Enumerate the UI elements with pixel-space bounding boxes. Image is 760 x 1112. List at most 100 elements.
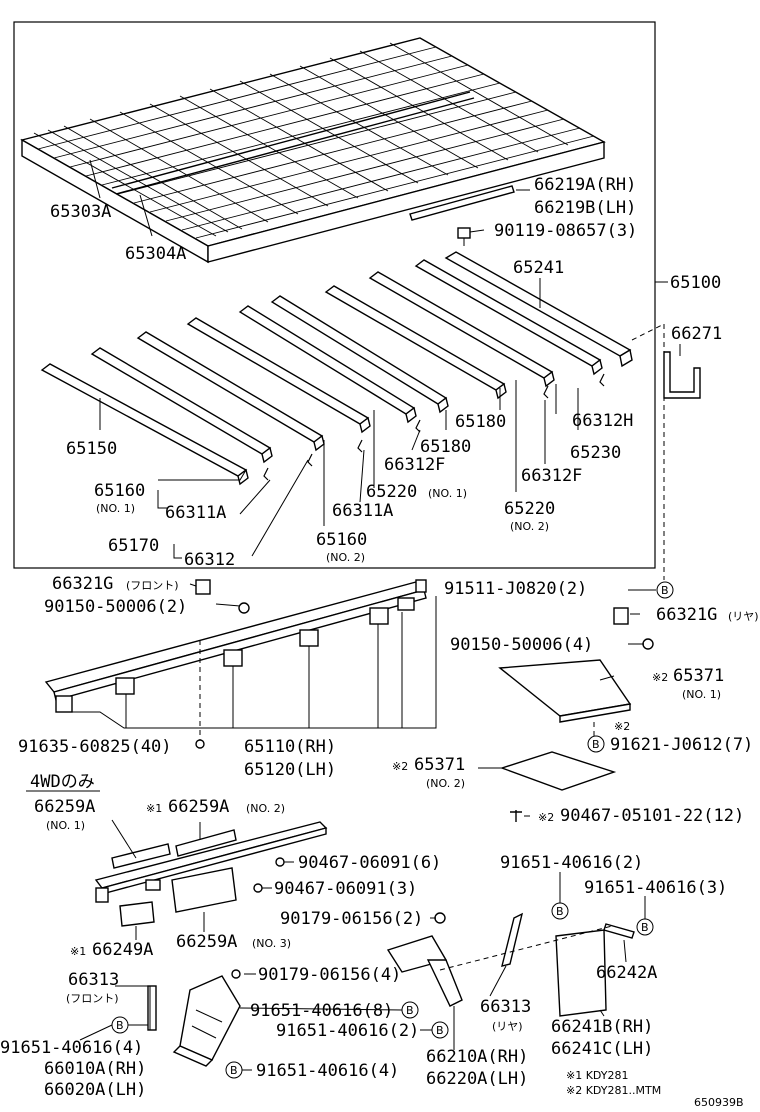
label-66321G-rear-sub: (リヤ)	[728, 610, 759, 623]
label-91651-4b: 91651-40616(4)	[256, 1061, 399, 1081]
label-66259A-no1-sub: (NO. 1)	[46, 819, 85, 832]
mudflap-66241B	[555, 929, 607, 1017]
label-66321G-front: 66321G	[52, 574, 113, 594]
bolt-marker-label: B	[116, 1019, 124, 1032]
label-65303A: 65303A	[50, 202, 111, 222]
mark-90467-051: ※2	[538, 811, 554, 824]
label-65241: 65241	[513, 258, 564, 278]
label-91621: 91621-J0612(7)	[610, 735, 753, 755]
label-66312F-a: 66312F	[384, 455, 445, 475]
bolt-marker-label: B	[436, 1024, 444, 1037]
label-65220-no1: 65220	[366, 482, 417, 502]
label-90467-6: 90467-06091(6)	[298, 853, 441, 873]
label-66259A-no3-sub: (NO. 3)	[252, 937, 291, 950]
bracket-66313-front	[147, 985, 157, 1031]
label-66271: 66271	[671, 324, 722, 344]
bracket-66321G-front	[195, 579, 211, 595]
label-66259A-no3: 66259A	[176, 932, 237, 952]
footnote-1: ※1 KDY281	[566, 1069, 629, 1082]
label-66020A: 66020A(LH)	[44, 1080, 146, 1100]
label-65160-no2-sub: (NO. 2)	[326, 551, 365, 564]
label-65150: 65150	[66, 439, 117, 459]
label-65220-no1-sub: (NO. 1)	[428, 487, 467, 500]
label-66321G-front-sub: (フロント)	[126, 579, 179, 592]
label-91651-2a: 91651-40616(2)	[500, 853, 643, 873]
label-66259A-no1: 66259A	[34, 797, 95, 817]
bracket-66321G-rear	[613, 607, 629, 625]
nut-90150-b	[642, 638, 654, 650]
bolt-marker-label: B	[641, 921, 649, 934]
label-65160-no1-sub: (NO. 1)	[96, 502, 135, 515]
label-66312: 66312	[184, 550, 235, 570]
label-65220-no2: 65220	[504, 499, 555, 519]
label-91651-8: 91651-40616(8)	[250, 1001, 393, 1021]
bracket-66271	[663, 351, 701, 399]
label-66241B: 66241B(RH)	[551, 1017, 653, 1037]
label-66219A: 66219A(RH)	[534, 175, 636, 195]
label-66010A: 66010A(RH)	[44, 1059, 146, 1079]
label-65371-no1-sub: (NO. 1)	[682, 688, 721, 701]
label-66220A: 66220A(LH)	[426, 1069, 528, 1089]
label-66313-rear-sub: (リヤ)	[492, 1020, 523, 1033]
label-66313-front: 66313	[68, 970, 119, 990]
bolt-marker-label: B	[592, 738, 600, 751]
bolt-marker-label: B	[661, 584, 669, 597]
label-66259A-no2-sub: (NO. 2)	[246, 802, 285, 815]
footnote-2: ※2 KDY281..MTM	[566, 1084, 661, 1097]
label-65160-no1: 65160	[94, 481, 145, 501]
label-66210A: 66210A(RH)	[426, 1047, 528, 1067]
bolt-91635	[195, 739, 205, 749]
label-65160-no2: 65160	[316, 530, 367, 550]
mark-66259A-no2: ※1	[146, 802, 162, 815]
label-91511: 91511-J0820(2)	[444, 579, 587, 599]
strip-66219	[409, 185, 515, 221]
bolt-90119	[457, 227, 471, 246]
nut-90150-a	[238, 602, 250, 614]
label-65371-no2: 65371	[414, 755, 465, 775]
label-90179-4: 90179-06156(4)	[258, 965, 401, 985]
label-65170: 65170	[108, 536, 159, 556]
label-90467-3: 90467-06091(3)	[274, 879, 417, 899]
mudguard-66010A	[172, 975, 241, 1067]
deck-floor-panel	[20, 37, 606, 264]
label-90119: 90119-08657(3)	[494, 221, 637, 241]
mark-65371-no2: ※2	[392, 760, 408, 773]
label-66321G-rear: 66321G	[656, 605, 717, 625]
figure-number: 650939B	[694, 1096, 744, 1109]
label-66312F-b: 66312F	[521, 466, 582, 486]
side-sill-leaders	[72, 596, 437, 729]
nut-90179-4	[231, 969, 241, 979]
label-66311A-a: 66311A	[165, 503, 226, 523]
side-sill-65110	[44, 579, 427, 713]
label-91651-4a: 91651-40616(4)	[0, 1038, 143, 1058]
label-65120: 65120(LH)	[244, 760, 336, 780]
bolt-marker-label: B	[230, 1064, 238, 1077]
label-66313-front-sub: (フロント)	[66, 992, 119, 1005]
plate-65371-no2	[499, 751, 617, 791]
label-66259A-no2: 66259A	[168, 797, 229, 817]
label-66241C: 66241C(LH)	[551, 1039, 653, 1059]
label-65180-a: 65180	[455, 412, 506, 432]
label-65371-no1: 65371	[673, 666, 724, 686]
label-65230: 65230	[570, 443, 621, 463]
label-91651-3: 91651-40616(3)	[584, 878, 727, 898]
bolt-marker-label: B	[556, 905, 564, 918]
sill-brackets	[263, 373, 605, 481]
bracket-66210A	[386, 935, 463, 1007]
label-90150-a: 90150-50006(2)	[44, 597, 187, 617]
label-66313-rear: 66313	[480, 997, 531, 1017]
label-91635: 91635-60825(40)	[18, 737, 172, 757]
part-labels: 65303A 65304A 66219A(RH) 66219B(LH) 9011…	[0, 175, 759, 1109]
label-66219B: 66219B(LH)	[534, 198, 636, 218]
mark-66249A: ※1	[70, 945, 86, 958]
cross-sills	[40, 251, 633, 486]
lower-sill-4wd	[94, 821, 328, 927]
mark-91621: ※2	[614, 720, 630, 733]
label-4wd-only: 4WDのみ	[30, 772, 95, 792]
label-66312H: 66312H	[572, 411, 633, 431]
screw-90467-051	[510, 810, 522, 822]
label-90467-051: 90467-05101-22(12)	[560, 806, 744, 826]
nut-90179-2	[434, 912, 446, 924]
label-90179-2: 90179-06156(2)	[280, 909, 423, 929]
